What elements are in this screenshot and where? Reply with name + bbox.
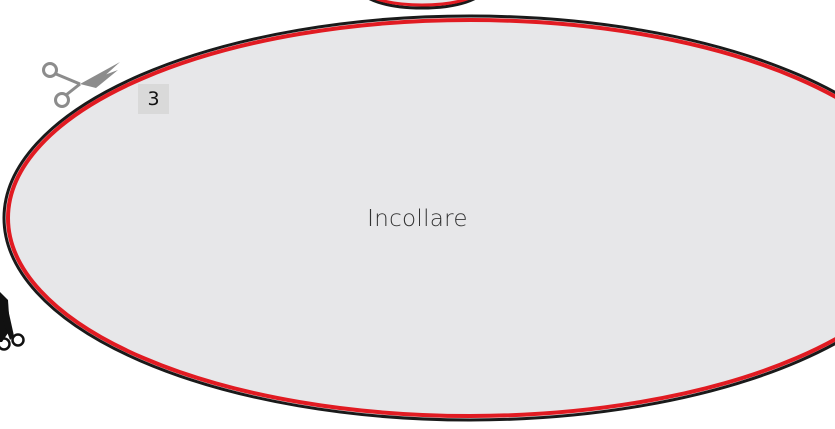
paste-label: Incollare [367, 206, 468, 232]
step-number-badge: 3 [138, 84, 169, 114]
paste-oval[interactable] [2, 14, 835, 422]
scissors-icon [42, 62, 120, 108]
top-oval-fragment [368, 0, 476, 10]
scissors-icon-secondary [0, 292, 25, 351]
